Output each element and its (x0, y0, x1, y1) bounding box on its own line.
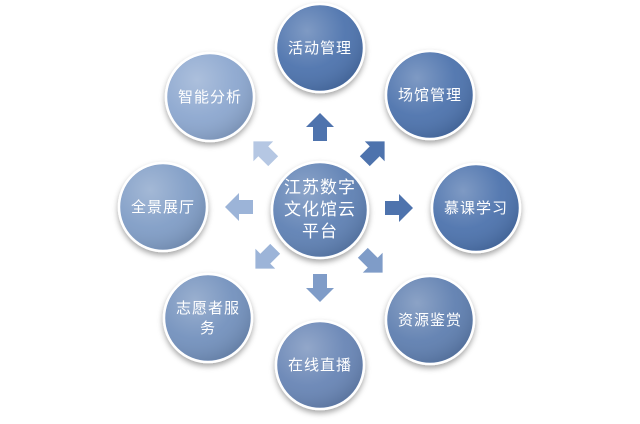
arrow-to-smart (253, 141, 279, 167)
node-mooc-label: 慕课学习 (443, 199, 508, 217)
node-panorama-label: 全景展厅 (130, 198, 195, 216)
node-venue-label: 场馆管理 (397, 86, 462, 104)
center-node-label: 江苏数字 文化馆云 平台 (284, 178, 356, 242)
center-node (270, 160, 370, 260)
arrow-to-volunteer (255, 243, 281, 269)
node-venue (384, 49, 476, 141)
node-smart (164, 51, 256, 143)
node-volunteer (162, 272, 254, 364)
node-resource-label: 资源鉴赏 (397, 311, 462, 329)
arrow-to-live (306, 274, 334, 302)
node-activity (274, 2, 366, 94)
node-activity-label: 活动管理 (287, 39, 352, 57)
node-mooc (430, 162, 522, 254)
node-live-label: 在线直播 (287, 356, 352, 374)
node-panorama (117, 161, 209, 253)
node-smart-label: 智能分析 (177, 88, 242, 106)
arrow-to-venue (359, 141, 385, 167)
node-resource (384, 274, 476, 366)
arrow-to-panorama (225, 193, 253, 221)
arrow-to-resource (357, 247, 383, 273)
node-volunteer-label: 志愿者服 务 (175, 299, 240, 337)
arrow-to-mooc (385, 194, 413, 222)
node-live (274, 319, 366, 411)
arrow-to-activity (306, 113, 334, 141)
